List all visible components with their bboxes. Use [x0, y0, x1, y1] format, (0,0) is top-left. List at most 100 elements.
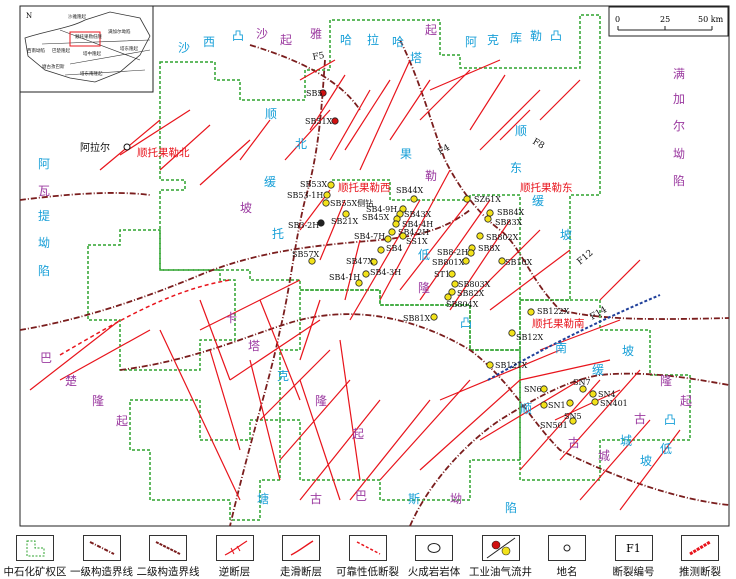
well-marker[interactable] [476, 232, 484, 240]
well-marker[interactable] [444, 293, 452, 301]
well-marker[interactable] [388, 228, 396, 236]
well-marker[interactable] [342, 210, 350, 218]
region-label: 顺 [265, 107, 277, 121]
oilfield-label: 顺托果勒北 [137, 146, 190, 159]
strike-slip-fault [239, 119, 271, 161]
strike-slip-fault [579, 419, 651, 501]
strike-slip-fault [329, 89, 371, 161]
region-label: 凸 [232, 29, 244, 43]
well-marker[interactable] [384, 235, 392, 243]
strike-slip-fault [539, 319, 621, 351]
place-name-label: 阿拉尔 [80, 141, 110, 154]
inset-map: N 沙雅隆起顺托果勒低隆满加尔坳陷西南坳陷巴楚隆起塔中隆起塔东隆起塘古孜巴斯塔东… [19, 5, 154, 93]
legend-label: 二级构造界线 [136, 566, 200, 578]
well-marker[interactable] [430, 313, 438, 321]
well-marker[interactable] [589, 390, 597, 398]
well-marker[interactable] [486, 209, 494, 217]
legend-item-oil-gas-well: 工业油气流井 [468, 535, 534, 579]
well-marker[interactable] [323, 191, 331, 199]
well-marker[interactable] [540, 401, 548, 409]
region-labels: 沙西凸沙起雅哈拉哈起塔阿克库勒凸满加尔坳陷阿瓦提坳陷巴楚隆起顺北缓坡托果勒低隆凸… [38, 23, 692, 515]
region-label: 坡 [240, 201, 252, 215]
well-marker[interactable] [355, 279, 363, 287]
well-marker[interactable] [463, 195, 471, 203]
well-label: SB44X [396, 186, 424, 195]
inferred-fault-f14 [487, 294, 661, 381]
oil-gas-well-icon [481, 535, 520, 561]
strike-slip-fault [439, 349, 561, 401]
well-marker[interactable] [569, 417, 577, 425]
well-marker[interactable] [370, 258, 378, 266]
well-marker[interactable] [462, 257, 470, 265]
well-marker[interactable] [377, 246, 385, 254]
region-label: 提 [38, 208, 50, 223]
well-marker[interactable] [527, 308, 535, 316]
well-label: SB804X [446, 300, 479, 309]
region-label: 起 [280, 33, 292, 47]
well-marker[interactable] [467, 249, 475, 257]
well-marker[interactable] [540, 385, 548, 393]
region-label: 缓 [592, 363, 604, 377]
well-label: SN501 [540, 421, 568, 430]
region-label: 起 [116, 414, 128, 428]
region-label: 克 [277, 369, 289, 383]
legend-item-strike-slip-fault: 走滑断层 [268, 535, 334, 579]
well-label: SB4 [386, 244, 402, 253]
strike-slip-fault [389, 79, 431, 141]
region-label: 拉 [367, 32, 379, 47]
well-marker[interactable] [392, 220, 400, 228]
well-label: SB5 [306, 89, 322, 98]
strike-slip-fault [199, 139, 251, 186]
well-marker[interactable] [399, 232, 407, 240]
low-reliability-fault [59, 279, 231, 356]
strike-slip-fault [349, 199, 421, 321]
strike-slip-fault [599, 259, 641, 301]
well-marker[interactable] [484, 215, 492, 223]
legend-label: 火成岩岩体 [407, 566, 461, 578]
mining-block-boundary [279, 289, 521, 501]
region-label: 顺 [520, 402, 532, 416]
strike-slip-fault [469, 74, 506, 131]
well-marker[interactable] [362, 270, 370, 278]
well-label: SZ61X [474, 195, 501, 204]
well-marker[interactable] [331, 117, 339, 125]
structural-boundary-line [19, 209, 471, 331]
well-marker[interactable] [448, 288, 456, 296]
legend-label: 逆断层 [218, 566, 251, 578]
scale-tick-50: 50 km [698, 15, 724, 24]
well-label: SB57X [292, 250, 320, 259]
thrust-fault-icon [215, 535, 254, 561]
second-order-boundary-icon [149, 535, 187, 561]
well-label: SB53-1H [287, 191, 323, 200]
strike-slip-fault [539, 79, 581, 121]
well-marker[interactable] [508, 329, 516, 337]
well-marker[interactable] [319, 89, 327, 97]
strike-slip-fault [399, 199, 471, 291]
inset-label: 西南坳陷 [27, 47, 45, 54]
well-marker[interactable] [566, 399, 574, 407]
well-marker[interactable] [308, 257, 316, 265]
well-marker[interactable] [327, 181, 335, 189]
well-marker[interactable] [448, 270, 456, 278]
region-label: 塔 [410, 51, 422, 65]
well-label: SB8-2H [437, 248, 468, 257]
geologic-map: 沙西凸沙起雅哈拉哈起塔阿克库勒凸满加尔坳陷阿瓦提坳陷巴楚隆起顺北缓坡托果勒低隆凸… [19, 5, 730, 527]
region-label: 缓 [264, 175, 276, 189]
structural-boundaries [19, 39, 730, 527]
well-marker[interactable] [451, 280, 459, 288]
well-marker[interactable] [317, 219, 325, 227]
well-marker[interactable] [579, 385, 587, 393]
well-marker[interactable] [498, 257, 506, 265]
strike-slip-fault [199, 279, 301, 331]
region-label: 顺 [515, 124, 527, 138]
region-label: 卡 [225, 311, 237, 325]
well-marker[interactable] [486, 361, 494, 369]
inset-label: 沙雅隆起 [68, 13, 86, 20]
well-marker[interactable] [410, 195, 418, 203]
legend-item-first-order-boundary: 一级构造界线 [69, 535, 135, 579]
region-label: 塘 [257, 491, 269, 506]
region-label: 北 [295, 137, 307, 151]
region-label: 隆 [315, 393, 327, 408]
well-marker[interactable] [322, 199, 330, 207]
well-marker[interactable] [591, 398, 599, 406]
